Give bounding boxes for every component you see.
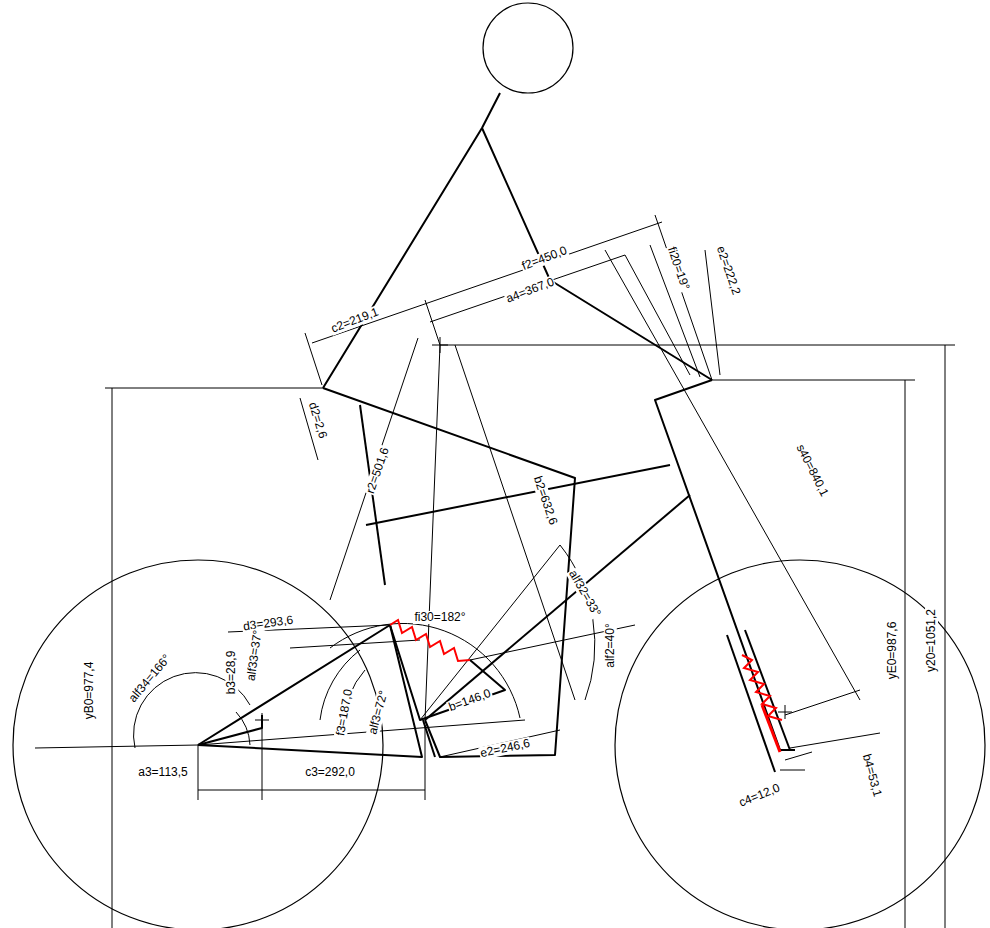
dimension-label: alf2=40° bbox=[603, 622, 616, 669]
dimension-label: c3=292,0 bbox=[304, 766, 356, 779]
dimension-label: s40=840,1 bbox=[793, 441, 831, 499]
dimension-label: alf32=33° bbox=[566, 567, 604, 620]
dimension-label: d2=2,6 bbox=[306, 399, 330, 440]
dimension-label: alf34=166° bbox=[126, 651, 174, 705]
dimension-label: f3=187,0 bbox=[334, 687, 355, 738]
dimension-label: fi20=19° bbox=[664, 244, 691, 292]
dimension-label: d3=293,6 bbox=[241, 613, 295, 633]
dimension-label: e2=222,2 bbox=[713, 243, 742, 297]
dimension-label: b=146,0 bbox=[446, 686, 493, 714]
wheels bbox=[13, 3, 985, 928]
dimension-label: r2=501,6 bbox=[364, 444, 392, 495]
dimension-label: b3=28,9 bbox=[226, 649, 239, 695]
dimension-label: a3=113,5 bbox=[137, 766, 189, 779]
dimension-label: fi30=182° bbox=[413, 611, 466, 624]
frame-and-rider bbox=[198, 93, 795, 772]
dimension-label: b2=632,6 bbox=[530, 473, 559, 527]
dimension-label: y20=1051,2 bbox=[926, 607, 939, 672]
dimension-label: c4=12,0 bbox=[737, 781, 784, 810]
dimension-label: alf3=72° bbox=[366, 688, 391, 736]
dimension-label: yB0=977,4 bbox=[84, 660, 97, 720]
dimension-label: yE0=987,6 bbox=[887, 620, 900, 680]
dimension-label: a4=367,0 bbox=[503, 275, 557, 306]
point-markers bbox=[255, 337, 792, 727]
dimension-lines bbox=[35, 215, 955, 928]
dimension-label: f2=450,0 bbox=[520, 243, 570, 273]
dimension-label: b4=53,1 bbox=[860, 751, 884, 799]
shock-springs bbox=[390, 620, 782, 752]
dimension-label: c2=219,1 bbox=[329, 305, 382, 336]
dimension-label: e2=246,6 bbox=[478, 736, 532, 760]
dimension-label: alf33=37° bbox=[245, 628, 265, 682]
